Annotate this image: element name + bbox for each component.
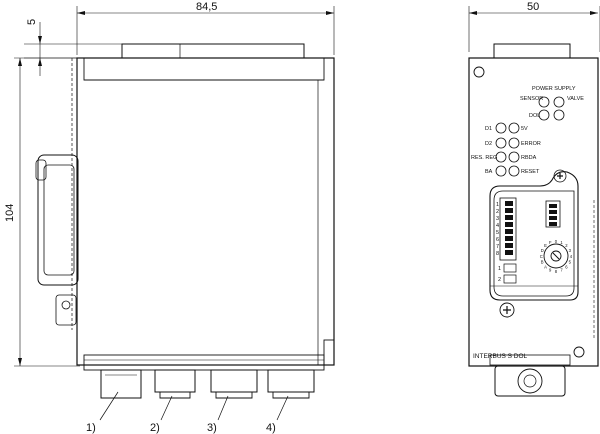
label-d2: D2 (485, 141, 492, 147)
rotary-digit: E (544, 243, 547, 248)
rotary-digit: 4 (570, 254, 573, 259)
label-sensor: SENSOR (520, 96, 543, 102)
dim-width-side (76, 6, 335, 55)
label-dol: DOL (529, 113, 540, 119)
callout-3: 3) (207, 422, 217, 434)
switch-number: 2 (498, 277, 501, 283)
switch-number: 1 (498, 266, 501, 272)
label-rbda: RBDA (521, 155, 537, 161)
front-view (468, 6, 600, 397)
dip-switches (505, 201, 513, 255)
dip-number: 7 (496, 244, 499, 250)
rotary-digit: 7 (560, 268, 563, 273)
rotary-digit: 3 (569, 248, 572, 253)
dip-numbers: 1 2 3 4 5 6 7 8 (496, 202, 499, 257)
dim-height-label: 104 (4, 204, 16, 222)
rotary-digit: 6 (565, 264, 568, 269)
connector-1 (100, 369, 142, 399)
dim-width-side-label: 84,5 (196, 1, 217, 13)
dip-number: 1 (496, 202, 499, 208)
dip-number: 5 (496, 230, 499, 236)
rotary-digit: A (544, 264, 547, 269)
dim-width-front (468, 6, 600, 52)
side-view: 84,5 5 104 (4, 1, 335, 421)
dim-offset-top-label: 5 (26, 19, 38, 25)
rotary-digit: 5 (569, 260, 572, 265)
callout-1: 1) (86, 422, 96, 434)
dip-number: 4 (496, 223, 499, 229)
connector-4 (267, 369, 315, 399)
dip-number: 6 (496, 237, 499, 243)
product-label: INTERBUS S DOL (473, 353, 528, 360)
label-error: ERROR (521, 141, 541, 147)
rotary-digit: F (549, 240, 552, 245)
dim-width-front-label: 50 (527, 1, 539, 13)
rotary-digit: C (540, 254, 543, 259)
rotary-digit: D (541, 248, 544, 253)
label-5v: 5V (521, 126, 528, 132)
label-valve: VALVE (567, 96, 584, 102)
dip-number: 3 (496, 216, 499, 222)
dim-height (14, 57, 80, 367)
rotary-digit: 0 (555, 239, 558, 244)
connector-2 (154, 369, 196, 399)
callout-2: 2) (150, 422, 160, 434)
label-reset: RESET (521, 169, 540, 175)
rotary-digit: 9 (549, 268, 552, 273)
callout-4: 4) (266, 422, 276, 434)
dip-number: 8 (496, 251, 499, 257)
label-power-supply: POWER SUPPLY (532, 86, 576, 92)
dim-offset-top (24, 22, 122, 76)
label-res-reg: RES. REG (471, 155, 497, 161)
rotary-digit: 2 (565, 243, 568, 248)
rotary-digit: 8 (555, 269, 558, 274)
rotary-digit: B (541, 260, 544, 265)
label-d1: D1 (485, 126, 492, 132)
rotary-digit: 1 (560, 240, 563, 245)
connector-3 (210, 369, 258, 399)
dip-number: 2 (496, 209, 499, 215)
label-ba: BA (485, 169, 493, 175)
